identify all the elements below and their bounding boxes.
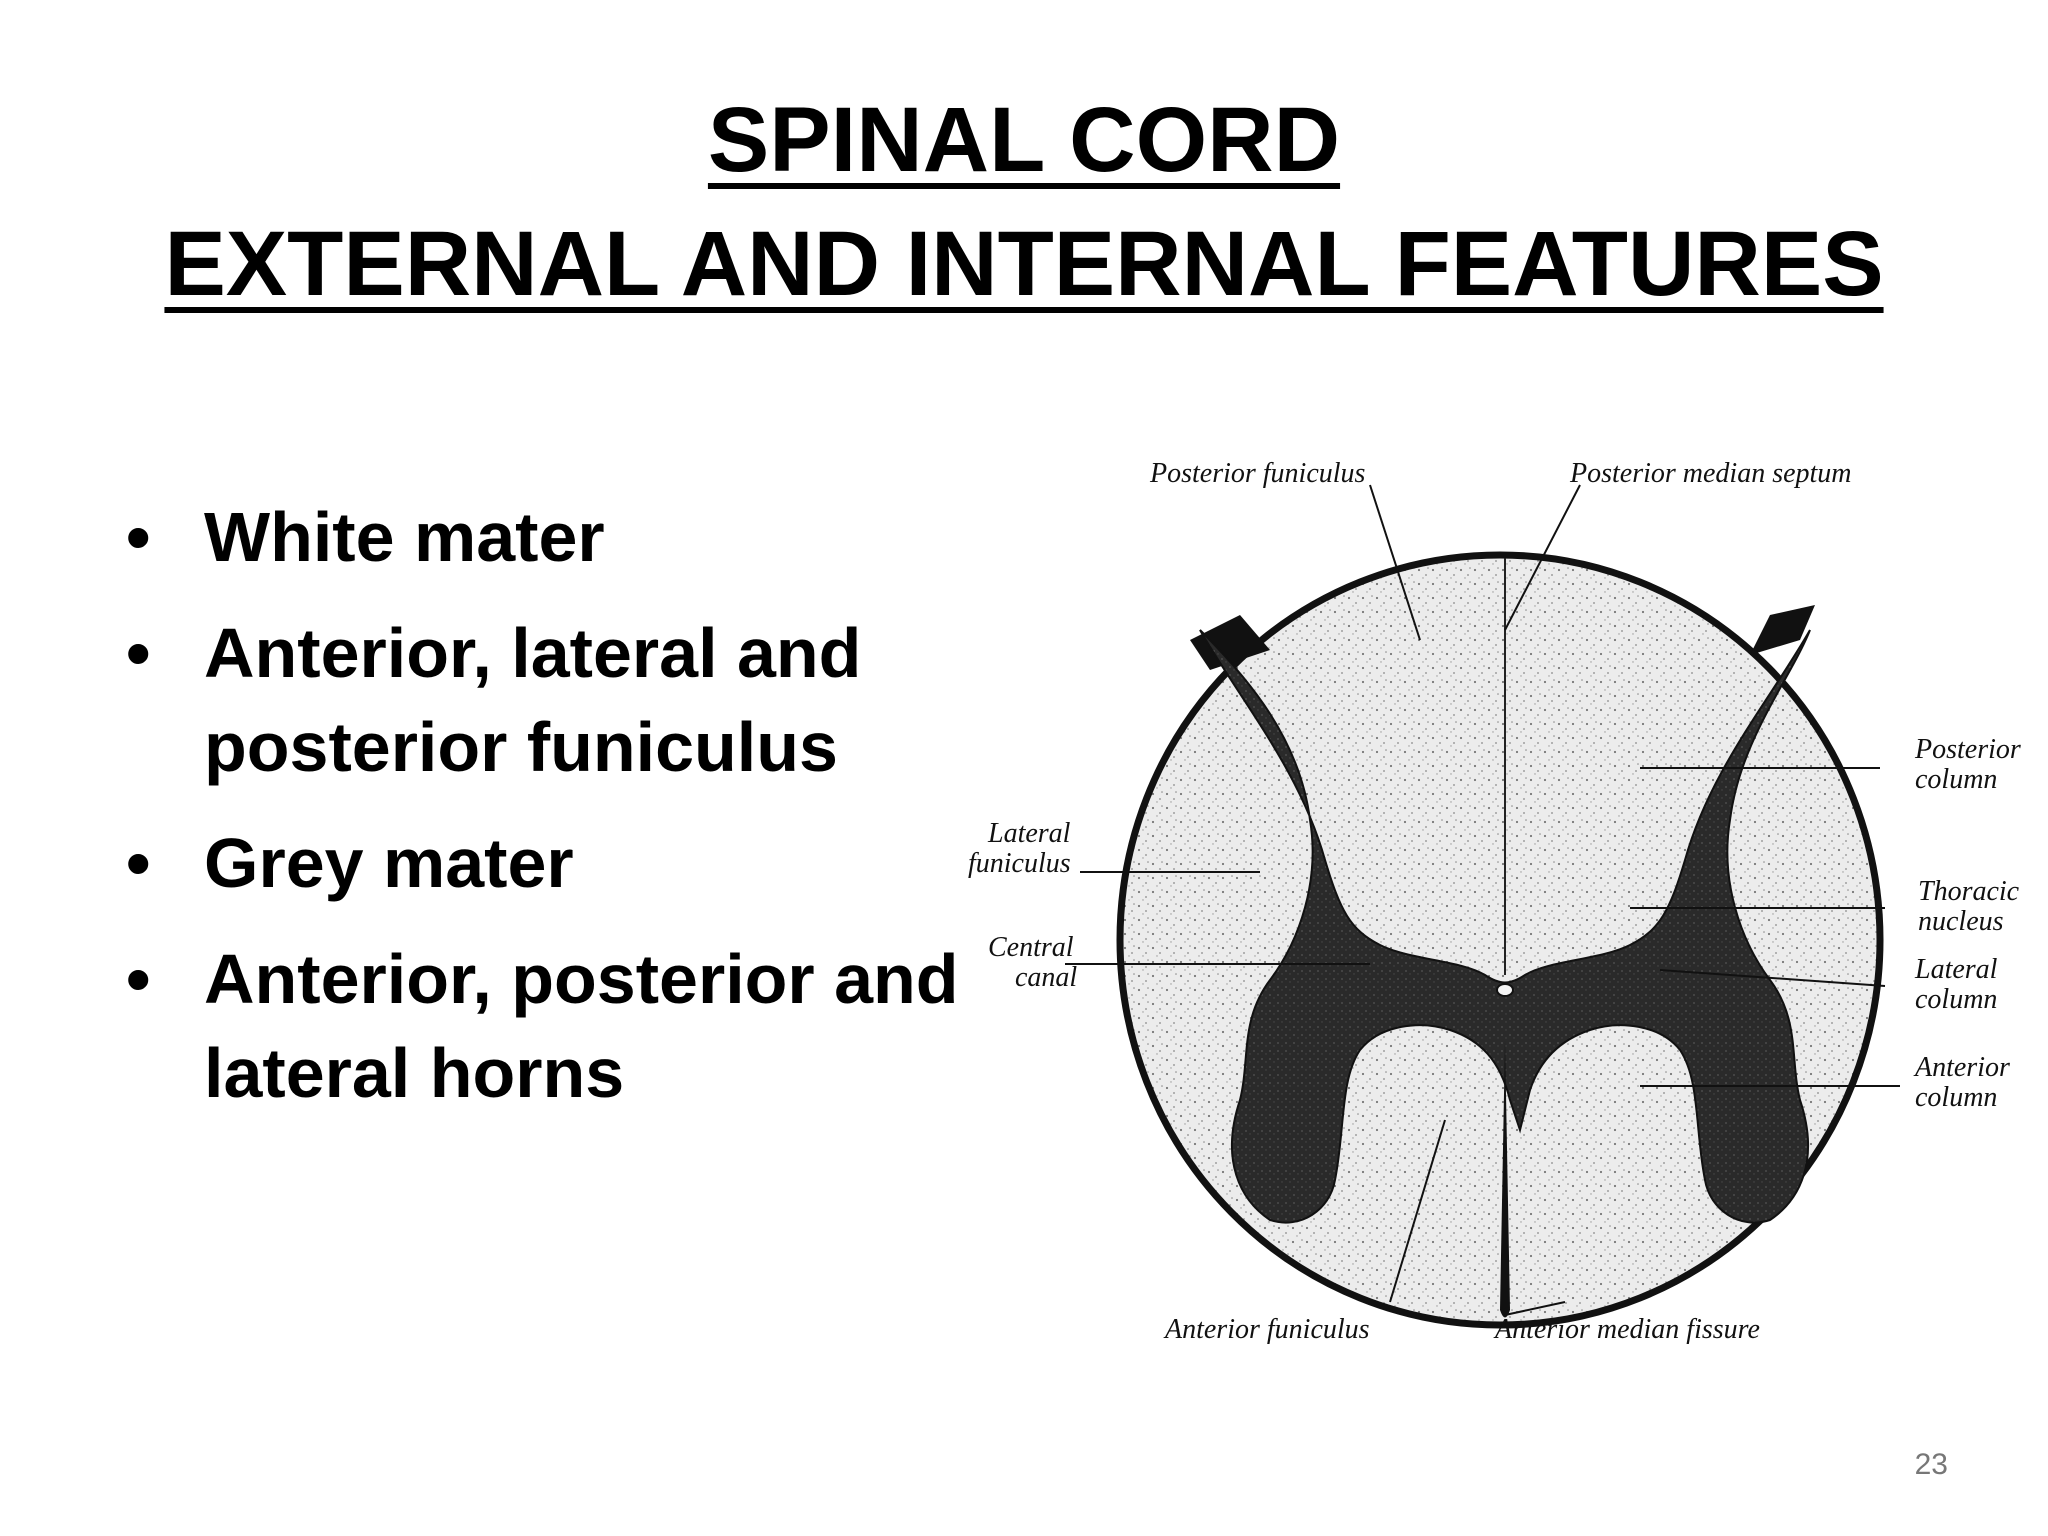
label-central-canal-2: canal bbox=[1015, 962, 1077, 993]
bullet-list: White mater Anterior, lateral and poster… bbox=[120, 490, 960, 1142]
label-thoracic-nucleus: Thoracic bbox=[1918, 876, 2020, 907]
anterior-median-fissure bbox=[1500, 1040, 1510, 1318]
bullet-text: Grey mater bbox=[204, 824, 574, 902]
leader-lines bbox=[1065, 484, 1900, 1316]
spinal-cord-diagram: Posterior funiculus Posterior median sep… bbox=[940, 440, 2040, 1380]
grey-matter bbox=[1199, 629, 1811, 1224]
bullet-text: Anterior, lateral and bbox=[204, 614, 862, 692]
label-posterior-column-2: column bbox=[1915, 764, 1997, 795]
label-anterior-column-2: column bbox=[1915, 1082, 1997, 1113]
bullet-item: Anterior, lateral and posterior funiculu… bbox=[120, 606, 960, 794]
bullet-text-continued: posterior funiculus bbox=[204, 708, 838, 786]
label-anterior-funiculus: Anterior funiculus bbox=[1163, 1314, 1370, 1345]
slide-title: SPINAL CORD EXTERNAL AND INTERNAL FEATUR… bbox=[0, 78, 2048, 326]
spinal-cord-cross-section: Posterior funiculus Posterior median sep… bbox=[968, 458, 2021, 1345]
label-lateral-column: Lateral bbox=[1914, 954, 1998, 985]
label-thoracic-nucleus-2: nucleus bbox=[1918, 906, 2004, 937]
posterior-wedge-left bbox=[1190, 615, 1270, 670]
page-number: 23 bbox=[1914, 1448, 1948, 1481]
label-lateral-funiculus-2: funiculus bbox=[968, 848, 1071, 879]
bullet-item: White mater bbox=[120, 490, 960, 584]
bullet-text: Anterior, posterior and bbox=[204, 940, 959, 1018]
label-anterior-median-fissure: Anterior median fissure bbox=[1493, 1314, 1760, 1345]
central-canal bbox=[1496, 983, 1514, 997]
bullet-item: Grey mater bbox=[120, 816, 960, 910]
bullet-text: White mater bbox=[204, 498, 605, 576]
label-posterior-column: Posterior bbox=[1914, 734, 2021, 765]
label-central-canal: Central bbox=[988, 932, 1074, 963]
posterior-wedge-right bbox=[1750, 605, 1815, 655]
bullet-item: Anterior, posterior and lateral horns bbox=[120, 932, 960, 1120]
label-lateral-funiculus: Lateral bbox=[987, 818, 1071, 849]
bullet-text-continued: lateral horns bbox=[204, 1034, 625, 1112]
title-line-2: EXTERNAL AND INTERNAL FEATURES bbox=[164, 213, 1884, 315]
title-line-1: SPINAL CORD bbox=[707, 89, 1341, 191]
label-posterior-funiculus: Posterior funiculus bbox=[1149, 458, 1366, 489]
label-posterior-median-septum: Posterior median septum bbox=[1569, 458, 1852, 489]
label-anterior-column: Anterior bbox=[1913, 1052, 2010, 1083]
diagram-labels: Posterior funiculus Posterior median sep… bbox=[968, 458, 2021, 1345]
label-lateral-column-2: column bbox=[1915, 984, 1997, 1015]
